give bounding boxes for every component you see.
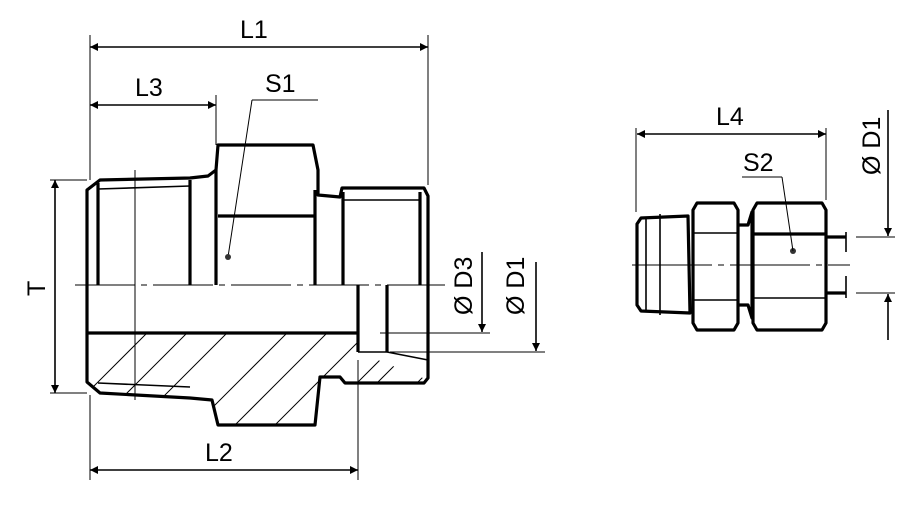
label-l2: L2 [205, 439, 233, 467]
label-l4: L4 [716, 103, 744, 131]
label-s2: S2 [743, 149, 774, 177]
s1-leader-dot [225, 254, 231, 260]
straight-fitting-section: S1 L1 L3 L2 T Ø D3 Ø D1 [23, 16, 545, 480]
label-l3: L3 [135, 74, 163, 102]
label-s1: S1 [265, 70, 296, 98]
label-l1: L1 [240, 16, 268, 44]
label-d1-left: Ø D1 [502, 257, 530, 315]
label-t: T [23, 281, 51, 296]
fitting-side-view: S2 L4 Ø D1 [632, 103, 895, 340]
label-d1-right: Ø D1 [858, 117, 886, 175]
section-hatching [87, 333, 428, 425]
label-d3: Ø D3 [450, 257, 478, 315]
